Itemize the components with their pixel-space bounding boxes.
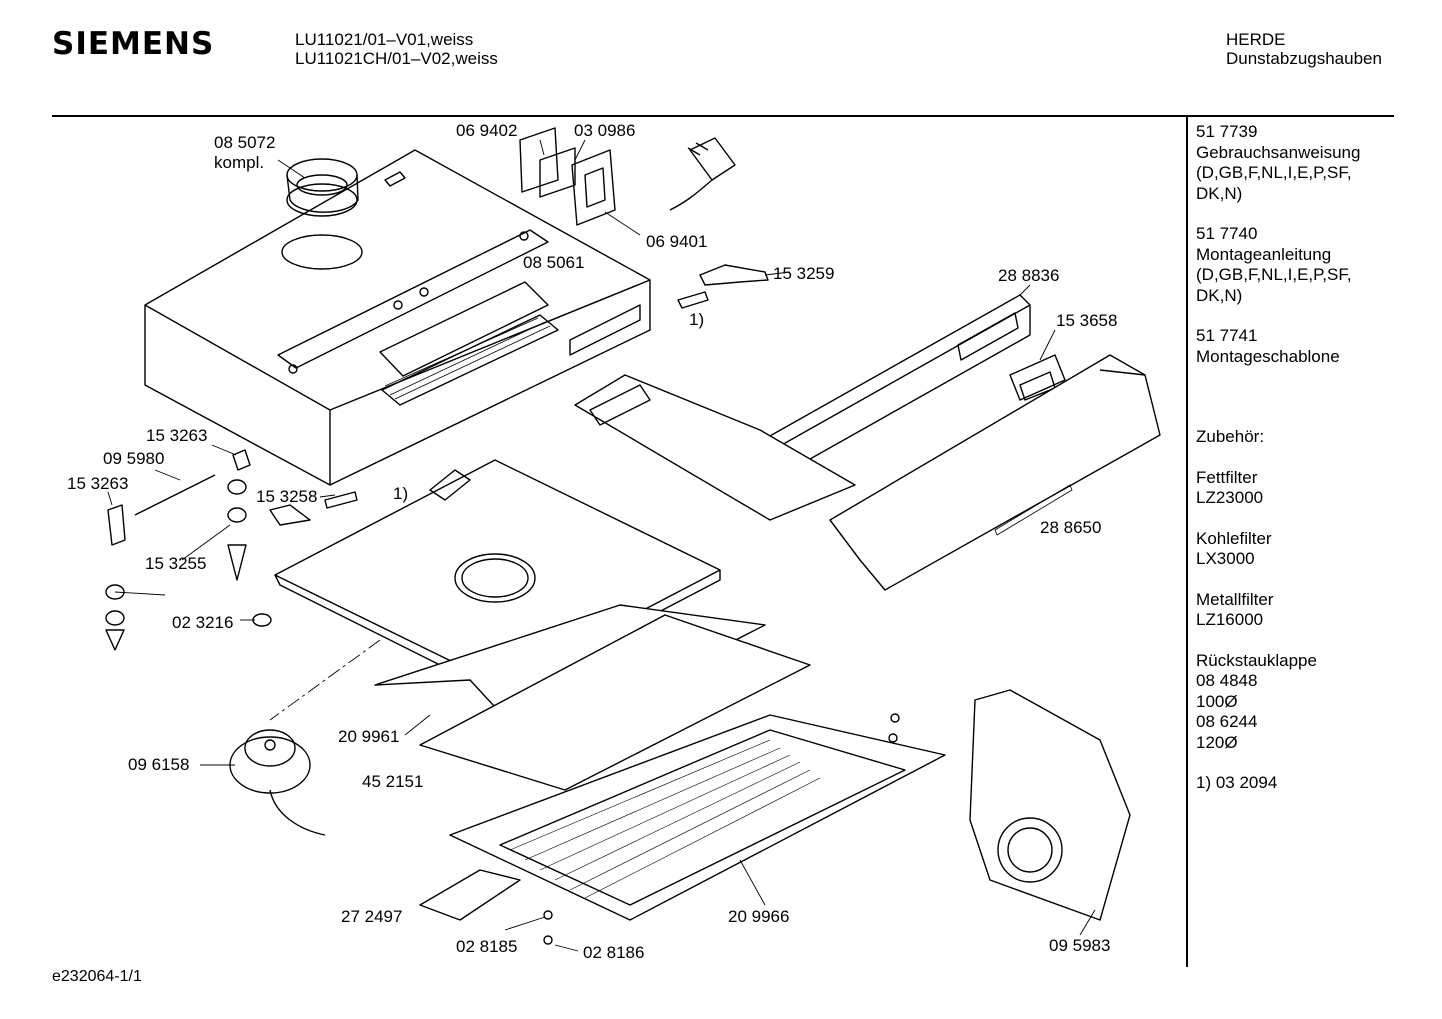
model-line-2: LU11021CH/01–V02,weiss bbox=[295, 49, 498, 68]
part-label: 15 3259 bbox=[773, 264, 835, 283]
part-label: 09 5983 bbox=[1049, 936, 1111, 955]
part-label: 06 9401 bbox=[646, 232, 708, 251]
part-label: 09 5980 bbox=[103, 449, 165, 468]
category-line-2: Dunstabzugshauben bbox=[1226, 49, 1382, 68]
filter-sheet-452151 bbox=[419, 614, 811, 791]
doc-code: 51 7740 bbox=[1196, 224, 1258, 243]
accessory-metallfilter: Metallfilter LZ16000 bbox=[1196, 590, 1386, 631]
accessory-code: LZ23000 bbox=[1196, 488, 1264, 507]
doc-code: 51 7739 bbox=[1196, 122, 1258, 141]
part-label: 1) bbox=[393, 484, 409, 503]
doc-item-2: 51 7740 Montageanleitung (D,GB,F,NL,I,E,… bbox=[1196, 224, 1386, 306]
accessory-name: Fettfilter bbox=[1196, 467, 1258, 487]
doc-text: Gebrauchsanweisung bbox=[1196, 142, 1361, 162]
part-label: 15 3255 bbox=[145, 554, 207, 573]
part-label: 28 8836 bbox=[998, 266, 1060, 285]
switch-module bbox=[519, 127, 616, 226]
document-id: e232064-1/1 bbox=[52, 968, 142, 985]
doc-text: (D,GB,F,NL,I,E,P,SF, bbox=[1196, 265, 1352, 284]
part-label: 03 0986 bbox=[574, 121, 636, 140]
brand-logo: SIEMENS bbox=[52, 26, 215, 62]
part-label: kompl. bbox=[214, 153, 265, 172]
backflow-flap bbox=[969, 689, 1131, 921]
part-label: 08 5072 bbox=[214, 133, 276, 152]
part-label: 1) bbox=[689, 310, 705, 329]
accessory-code: 08 4848 bbox=[1196, 671, 1258, 690]
part-label: 15 3658 bbox=[1056, 311, 1118, 330]
doc-text: Montageschablone bbox=[1196, 346, 1340, 366]
connector-part bbox=[677, 291, 709, 309]
doc-text: DK,N) bbox=[1196, 285, 1243, 305]
part-label: 02 8185 bbox=[456, 937, 518, 956]
visor-panel bbox=[829, 354, 1161, 591]
part-label: 15 3258 bbox=[256, 487, 318, 506]
part-label: 08 5061 bbox=[523, 253, 585, 272]
metal-grease-filter bbox=[419, 714, 946, 921]
hood-housing bbox=[144, 149, 651, 486]
doc-code: 51 7741 bbox=[1196, 326, 1258, 345]
accessory-fettfilter: Fettfilter LZ23000 bbox=[1196, 468, 1386, 509]
accessories-heading: Zubehör: bbox=[1196, 427, 1265, 446]
doc-text: Montageanleitung bbox=[1196, 244, 1332, 264]
model-numbers: LU11021/01–V01,weiss LU11021CH/01–V02,we… bbox=[295, 30, 498, 68]
part-label: 09 6158 bbox=[128, 755, 190, 774]
doc-item-1: 51 7739 Gebrauchsanweisung (D,GB,F,NL,I,… bbox=[1196, 122, 1386, 204]
part-label: 27 2497 bbox=[341, 907, 403, 926]
blower-fan bbox=[229, 729, 326, 836]
exhaust-collar bbox=[286, 158, 359, 217]
part-label: 28 8650 bbox=[1040, 518, 1102, 537]
doc-text: (D,GB,F,NL,I,E,P,SF, bbox=[1196, 163, 1352, 182]
category-line-1: HERDE bbox=[1226, 30, 1286, 49]
sidebar-parts-list: 51 7739 Gebrauchsanweisung (D,GB,F,NL,I,… bbox=[1196, 122, 1386, 794]
accessory-size: 120Ø bbox=[1196, 732, 1238, 752]
doc-item-3: 51 7741 Montageschablone bbox=[1196, 326, 1386, 367]
accessory-code: LZ16000 bbox=[1196, 610, 1264, 629]
accessory-name: Kohlefilter bbox=[1196, 528, 1272, 548]
clip-153259 bbox=[699, 264, 769, 286]
accessory-kohlefilter: Kohlefilter LX3000 bbox=[1196, 529, 1386, 570]
header-divider bbox=[52, 115, 1394, 117]
mounting-bracket bbox=[574, 374, 856, 521]
leader-lines bbox=[107, 139, 1096, 952]
part-label: 15 3263 bbox=[67, 474, 129, 493]
part-label: 06 9402 bbox=[456, 121, 518, 140]
footnote: 1) 03 2094 bbox=[1196, 773, 1278, 792]
model-line-1: LU11021/01–V01,weiss bbox=[295, 30, 474, 49]
part-label: 02 8186 bbox=[583, 943, 645, 962]
doc-text: DK,N) bbox=[1196, 183, 1243, 203]
accessory-rueckstauklappe: Rückstauklappe 08 4848 100Ø 08 6244 120Ø bbox=[1196, 651, 1386, 754]
accessory-size: 100Ø bbox=[1196, 691, 1238, 711]
part-label: 15 3263 bbox=[146, 426, 208, 445]
accessory-name: Metallfilter bbox=[1196, 589, 1274, 609]
part-label: 20 9961 bbox=[338, 727, 400, 746]
lamp-parts bbox=[105, 449, 900, 945]
power-plug bbox=[669, 137, 736, 211]
accessory-name: Rückstauklappe bbox=[1196, 650, 1317, 670]
part-label: 02 3216 bbox=[172, 613, 234, 632]
accessory-code: 08 6244 bbox=[1196, 712, 1258, 731]
part-label: 45 2151 bbox=[362, 772, 424, 791]
accessory-code: LX3000 bbox=[1196, 549, 1255, 568]
product-category: HERDE Dunstabzugshauben bbox=[1226, 30, 1382, 68]
sidebar-divider bbox=[1186, 117, 1188, 967]
part-label: 20 9966 bbox=[728, 907, 790, 926]
